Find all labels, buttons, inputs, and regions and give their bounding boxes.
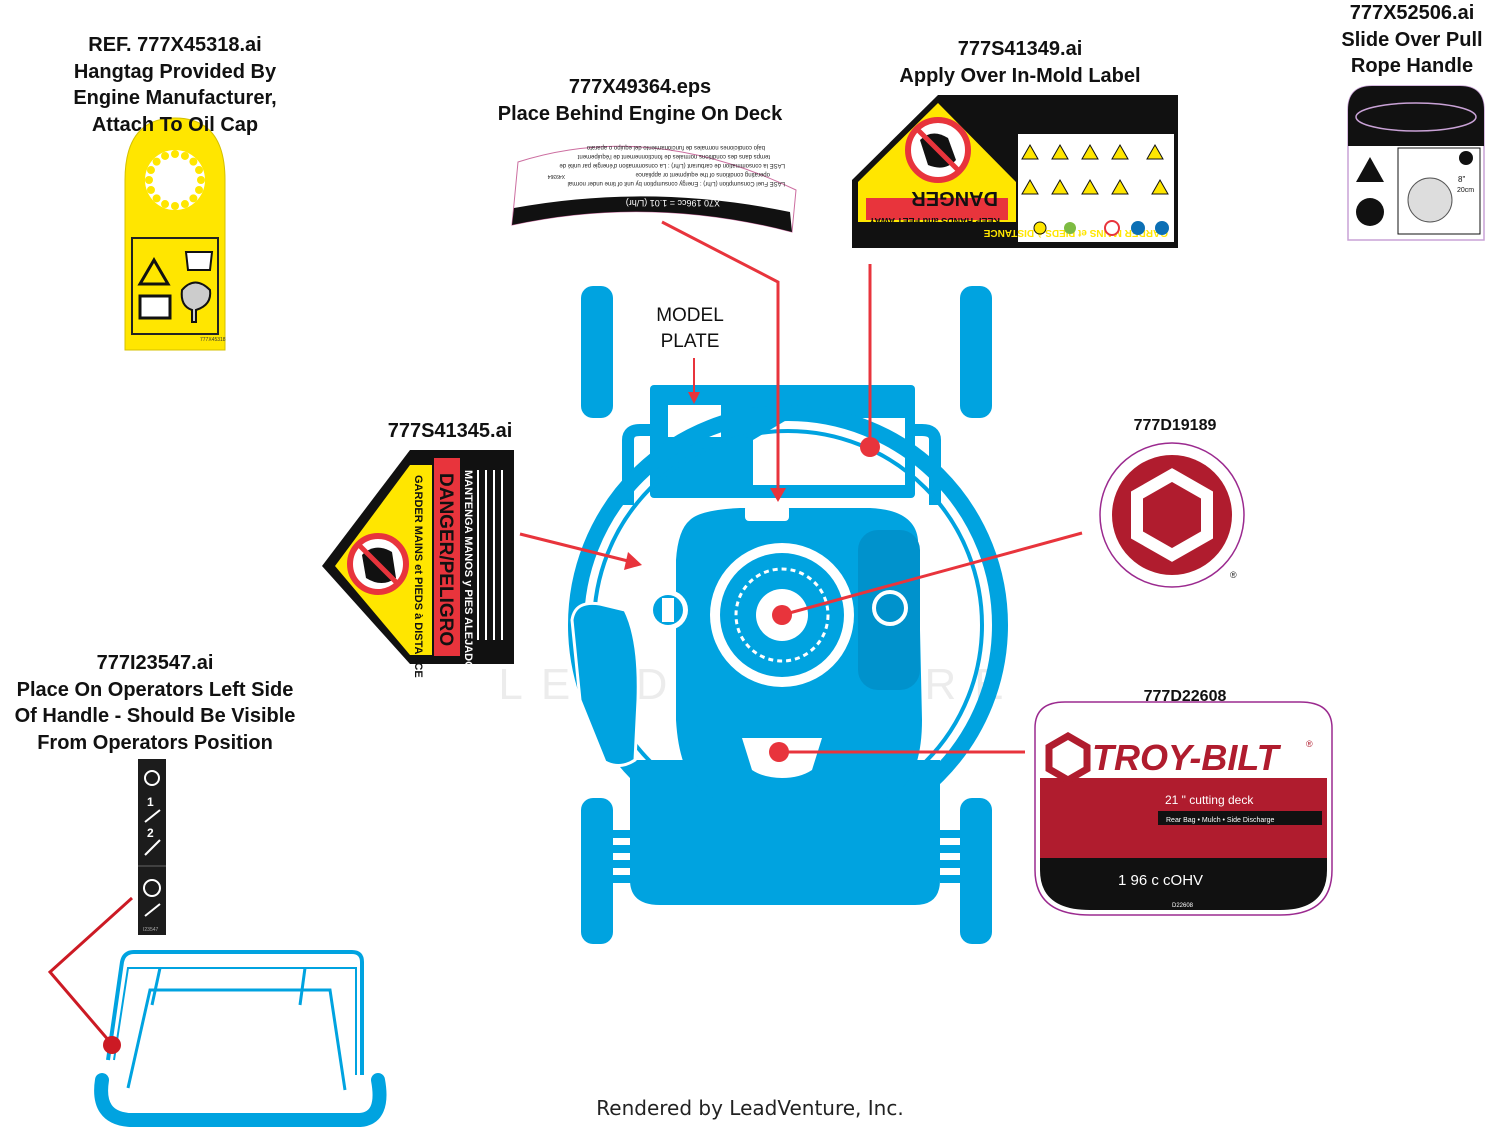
caption-round-logo: 777D19189 <box>1100 416 1250 436</box>
round-logo-decal: ® <box>1100 443 1244 587</box>
troy-bilt-brand-decal: TROY-BILT ® 21 " cutting deck Rear Bag •… <box>1035 702 1332 915</box>
fuel-cap-tab <box>662 598 674 622</box>
sun-ray <box>171 202 179 210</box>
caption-model-plate: MODEL PLATE <box>630 303 750 355</box>
sun-ray <box>147 186 155 194</box>
dot-round <box>772 605 792 625</box>
hangtag-decal: 777X45318 <box>125 118 226 350</box>
oil-can-icon <box>186 252 212 270</box>
footer-credit: Rendered by LeadVenture, Inc. <box>450 1096 1050 1120</box>
fuel-decal-line-2: LASE Fuel Consumption (L/hr) : Energy co… <box>568 180 785 186</box>
hangtag-code: 777X45318 <box>200 337 226 343</box>
brand-logo-text: TROY-BILT <box>1092 737 1282 778</box>
fuel-decal-code: X49364 <box>548 173 565 179</box>
brand-options-text: Rear Bag • Mulch • Side Discharge <box>1166 817 1275 824</box>
rope-size-2: 20cm <box>1457 187 1474 194</box>
manual-book-icon <box>140 296 170 318</box>
rope-handle-decal: 8" 20cm <box>1348 86 1484 240</box>
sun-ray <box>153 194 161 202</box>
front-right-wheel <box>960 798 992 944</box>
sun-ray <box>197 176 205 184</box>
caption-in-mold: 777S41349.ai Apply Over In-Mold Label <box>870 36 1170 89</box>
engine-side-panel <box>858 530 920 690</box>
dot-brand <box>769 742 789 762</box>
in-mold-keep-text: KEEP HANDS and FEET AWAY <box>869 216 1000 226</box>
engine-top-clip <box>745 505 789 521</box>
arrow-pentagon <box>624 552 642 570</box>
handle-decal-num-2: 2 <box>147 826 154 840</box>
brand-deck-text: 21 " cutting deck <box>1165 793 1254 807</box>
dot-handle <box>103 1036 121 1054</box>
rear-left-wheel <box>581 286 613 418</box>
caption-pentagon: 777S41345.ai <box>360 418 540 445</box>
in-mold-danger-text: DANGER <box>911 187 998 209</box>
sun-ray <box>189 158 197 166</box>
pentagon-danger-text: DANGER/PELIGRO <box>435 473 456 646</box>
fuel-decal-line-1: X70 196cc = 1.01 (L/hr) <box>626 198 720 208</box>
handle-decal-num-1: 1 <box>147 795 154 809</box>
caption-brand-decal: 777D22608 <box>1110 687 1260 707</box>
sun-ray <box>161 152 169 160</box>
brand-engine-text: 1 96 c cOHV <box>1118 872 1203 889</box>
sun-ray <box>181 200 189 208</box>
fuel-decal-line-3: operating conditions of the equipment or… <box>635 171 770 177</box>
fuel-decal-line-6: bajo condiciones normales de funcionamie… <box>586 144 765 150</box>
caption-rope-handle: 777X52506.ai Slide Over Pull Rope Handle <box>1324 0 1500 80</box>
rope-caution-icon <box>1459 151 1473 165</box>
front-left-wheel <box>581 798 613 944</box>
sun-ray <box>171 150 179 158</box>
handle-decal-code: I23547 <box>143 927 159 933</box>
caption-hangtag: REF. 777X45318.ai Hangtag Provided By En… <box>40 32 310 138</box>
brand-code: D22608 <box>1172 903 1194 909</box>
in-mold-danger-decal: DANGER KEEP HANDS and FEET AWAY GARDER M… <box>852 95 1178 248</box>
rope-manual-icon <box>1356 198 1384 226</box>
fuel-decal-line-5: temps dans des conditions normales de fo… <box>577 153 770 159</box>
round-logo-mark: ® <box>1230 570 1237 580</box>
fuel-consumption-decal: X70 196cc = 1.01 (L/hr) LASE Fuel Consum… <box>512 144 796 232</box>
pentagon-danger-decal: DANGER/PELIGRO GARDER MAINS et PIEDS à D… <box>322 450 514 678</box>
caption-handle-decal: 777I23547.ai Place On Operators Left Sid… <box>0 650 310 756</box>
fuel-decal-line-4: LASE la consommation de carburant (L/hr)… <box>559 162 785 168</box>
handle-control-decal: 1 2 I23547 <box>138 759 166 935</box>
mower-handle <box>101 952 379 1120</box>
dot-inmold <box>860 437 880 457</box>
sun-ray <box>181 152 189 160</box>
rope-size-1: 8" <box>1458 175 1465 184</box>
sun-ray <box>145 176 153 184</box>
pull-handle <box>572 603 638 765</box>
sun-ray <box>161 200 169 208</box>
sun-ray <box>195 186 203 194</box>
sun-ray <box>153 158 161 166</box>
rear-right-wheel <box>960 286 992 418</box>
sun-ray <box>147 166 155 174</box>
sun-ray <box>189 194 197 202</box>
brand-logo-mark: ® <box>1306 739 1313 749</box>
caption-fuel-decal: 777X49364.eps Place Behind Engine On Dec… <box>470 74 810 127</box>
sun-ray <box>195 166 203 174</box>
pentagon-french-text: GARDER MAINS et PIEDS à DISTANCE <box>412 475 424 678</box>
rope-blade-icon <box>1408 178 1452 222</box>
pentagon-spanish-text: MANTENGA MANOS y PIES ALEJADOS <box>462 470 474 677</box>
